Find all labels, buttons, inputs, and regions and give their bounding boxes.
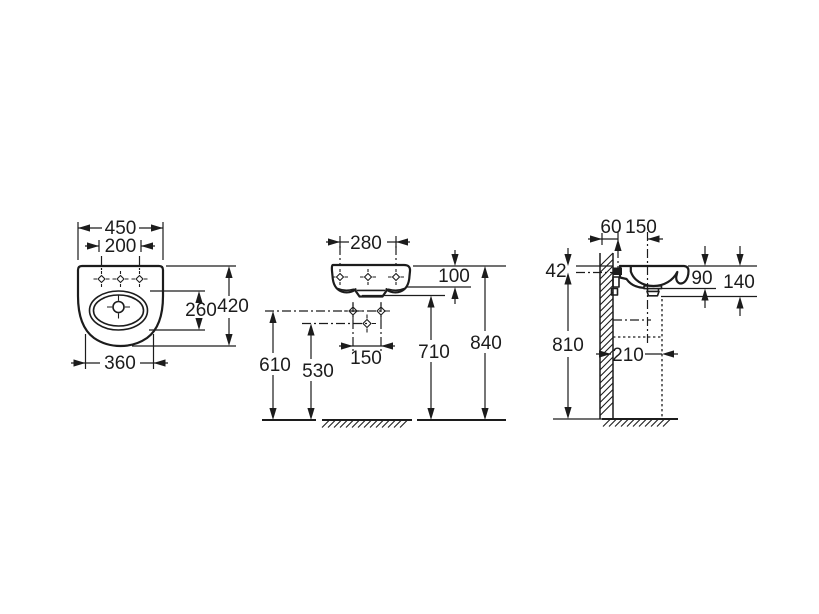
dim-label-60: 60 [600, 217, 621, 238]
dim-label-810: 810 [552, 335, 584, 356]
dim-label-140: 140 [723, 272, 755, 293]
dim-label-840: 840 [470, 333, 502, 354]
side-floor-hatch [602, 418, 671, 427]
dim-side-fixing-height: 810 [552, 284, 602, 420]
dim-front-tap-spacing: 280 [326, 233, 410, 254]
basin-front-outline [330, 263, 412, 298]
bowl-inner [92, 294, 145, 327]
dim-label-150-side: 150 [625, 217, 657, 238]
dim-overall-depth: 420 [132, 265, 249, 347]
dim-bottom-width: 360 [71, 334, 168, 374]
basin-front-detail [337, 287, 405, 292]
dim-label-530: 530 [302, 361, 334, 382]
dim-fixing-spacing: 150 [339, 342, 395, 369]
fixing-holes [344, 302, 390, 333]
dim-rim-height: 840 [413, 265, 506, 420]
bowl-outer [88, 290, 149, 331]
front-tap-holes [332, 269, 404, 285]
dim-label-150: 150 [350, 348, 382, 369]
side-floor [602, 418, 678, 427]
dim-rim-to-fixing: 42 [545, 248, 572, 285]
dim-label-260: 260 [185, 300, 217, 321]
drain-trap [643, 285, 663, 297]
dim-label-42: 42 [545, 261, 566, 282]
dim-tap-spacing: 200 [85, 236, 155, 273]
front-view: 280 100 150 610 530 710 [259, 233, 506, 428]
side-view: 60 150 42 810 90 140 [545, 217, 757, 427]
wall-hatch [599, 252, 614, 416]
front-floor [262, 419, 506, 428]
fixing-vertical-centerlines [352, 303, 382, 352]
basin-underside [618, 264, 645, 289]
dim-overflow-depth: 90 [691, 246, 713, 308]
dim-drain-height: 530 [302, 323, 334, 420]
dim-label-710: 710 [418, 342, 450, 363]
tap-holes [93, 271, 148, 287]
drain-symbol [107, 295, 130, 319]
dim-underside-height: 710 [362, 294, 450, 420]
dim-label-360: 360 [104, 353, 136, 374]
dim-bowl-length: 260 [149, 290, 217, 331]
basin-outline [76, 264, 165, 348]
dim-label-200: 200 [105, 236, 137, 257]
dim-wall-offsets: 60 150 [588, 217, 663, 251]
dim-drain-wall-offset: 210 [596, 345, 678, 366]
dim-label-610: 610 [259, 355, 291, 376]
dim-label-280: 280 [350, 233, 382, 254]
dim-fixing-height: 610 [259, 311, 291, 420]
top-view: 450 200 260 420 360 [71, 218, 249, 374]
dim-label-100: 100 [438, 266, 470, 287]
tap-vertical-centerlines [339, 246, 397, 264]
dim-basin-height: 100 [406, 250, 471, 304]
dim-label-420: 420 [217, 296, 249, 317]
dim-label-450: 450 [105, 218, 137, 239]
dim-overall-width: 450 [77, 218, 164, 260]
dim-apron-depth: 140 [723, 246, 755, 316]
wall-section [599, 252, 614, 419]
dim-label-210: 210 [612, 345, 644, 366]
dim-label-90: 90 [691, 268, 712, 289]
floor-hatch [321, 419, 408, 428]
